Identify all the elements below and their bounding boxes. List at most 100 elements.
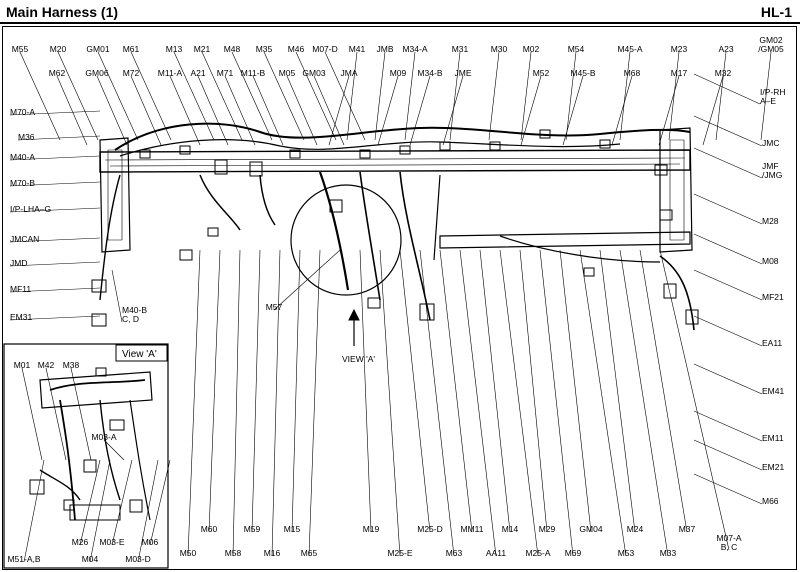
callout-m25-d: M25-D xyxy=(399,249,443,534)
callout-label: M33 xyxy=(660,548,677,558)
callout-label: M09 xyxy=(390,68,407,78)
leader-line xyxy=(702,75,724,146)
callout-label: M72 xyxy=(123,68,140,78)
leader-line xyxy=(9,237,101,243)
callout-m28: M28 xyxy=(693,193,779,226)
callout-label: M40-B xyxy=(122,305,147,315)
callout-gm06: GM06 xyxy=(85,68,128,146)
callout-m42: M42 xyxy=(38,360,67,461)
diagram-frame xyxy=(2,26,797,570)
callout-m03-e: M03-E xyxy=(99,459,133,547)
callout-label: M36 xyxy=(18,132,35,142)
callout-label: M14 xyxy=(502,524,519,534)
callout-m72: M72 xyxy=(123,68,162,146)
callout-jmb: JMB xyxy=(374,44,394,141)
leader-line xyxy=(359,249,372,533)
leader-line xyxy=(619,249,669,557)
callout-label: M48 xyxy=(224,44,241,54)
callout-m63: M63 xyxy=(419,249,463,558)
leader-line xyxy=(668,51,680,141)
leader-line xyxy=(693,193,763,225)
leader-line xyxy=(693,315,763,347)
leader-line xyxy=(224,75,256,146)
leader-line xyxy=(9,315,101,321)
leader-line xyxy=(599,249,636,533)
callout-m04: M04 xyxy=(82,459,111,564)
callout-gm03: GM03 xyxy=(302,68,345,146)
callout-label: M24 xyxy=(627,524,644,534)
leader-line xyxy=(231,51,273,141)
callout-label: JMF xyxy=(762,161,779,171)
leader-line xyxy=(449,51,461,141)
leader-line xyxy=(45,367,67,461)
callout-label: M25-A xyxy=(525,548,550,558)
callout-label: M70-A xyxy=(10,107,35,117)
callout-m53: M53 xyxy=(579,249,635,558)
callout-label: M40-A xyxy=(10,152,35,162)
callout-jmcan: JMCAN xyxy=(9,234,101,244)
callout-label: M38 xyxy=(63,360,80,370)
callout-label: M65 xyxy=(301,548,318,558)
callout-label: GM04 xyxy=(579,524,602,534)
leader-line xyxy=(619,51,631,141)
leader-line xyxy=(9,155,101,161)
callout-label: M04 xyxy=(82,554,99,564)
callout-label: M23 xyxy=(671,44,688,54)
leader-line xyxy=(291,249,301,533)
callout-label: M31 xyxy=(452,44,469,54)
leader-line xyxy=(439,249,473,533)
leader-line xyxy=(273,249,341,311)
callout-label: M59 xyxy=(244,524,261,534)
callout-em41: EM41 xyxy=(693,363,784,396)
callout-a21: A21 xyxy=(190,68,229,146)
leader-line xyxy=(19,51,61,141)
callout-m51-a-b: M51-A,B xyxy=(7,459,45,564)
callout-m66: M66 xyxy=(693,473,779,506)
leader-line xyxy=(579,249,627,557)
callout-label: M28 xyxy=(762,216,779,226)
callout-label: M11-B xyxy=(241,68,266,78)
callout-label: M51-A,B xyxy=(7,554,40,564)
callout-label: EM21 xyxy=(762,462,784,472)
callout-label: EM11 xyxy=(762,433,784,443)
leader-line xyxy=(197,75,229,146)
callout-m62: M62 xyxy=(49,68,88,146)
callout-m32: M32 xyxy=(702,68,732,146)
leader-line xyxy=(324,51,366,141)
callout-label: EM31 xyxy=(10,312,32,322)
inset-title: View 'A' xyxy=(122,349,157,360)
callout-label: B, C xyxy=(721,542,738,552)
callout-m71: M71 xyxy=(217,68,256,146)
callout-m01: M01 xyxy=(14,360,43,461)
callout-label: MF11 xyxy=(10,284,31,294)
leader-line xyxy=(693,269,763,301)
leader-line xyxy=(374,51,386,141)
callout-label: M62 xyxy=(49,68,66,78)
leader-line xyxy=(9,181,101,187)
callout-m34-b: M34-B xyxy=(409,68,443,146)
callout-label: M63 xyxy=(446,548,463,558)
callout-label: M07-A xyxy=(716,533,741,543)
callout-label: M66 xyxy=(762,496,779,506)
callout-m45-a: M45-A xyxy=(617,44,643,141)
callout-m19: M19 xyxy=(359,249,380,534)
callout-m30: M30 xyxy=(488,44,508,141)
callout-label: M16 xyxy=(264,548,281,558)
callout-i-p-rh: I/P-RHA–E xyxy=(693,73,786,106)
callout-label: M41 xyxy=(349,44,366,54)
leader-line xyxy=(539,249,574,557)
callout-label: JMB xyxy=(377,44,394,54)
callout-label: I/P-RH xyxy=(760,87,786,97)
leader-line xyxy=(21,367,43,461)
callout-label: /JMG xyxy=(762,170,782,180)
callout-label: M42 xyxy=(38,360,55,370)
callout-m11-a: M11-A xyxy=(158,68,201,146)
leader-line xyxy=(286,75,318,146)
callout-m26: M26 xyxy=(72,459,101,547)
callout-m70-a: M70-A xyxy=(9,107,101,117)
callout-label: A–E xyxy=(760,96,776,106)
callout-label: MF21 xyxy=(762,292,784,302)
leader-line xyxy=(97,51,139,141)
callout-jmc: JMC xyxy=(693,115,779,148)
callout-m36: M36 xyxy=(17,132,101,142)
